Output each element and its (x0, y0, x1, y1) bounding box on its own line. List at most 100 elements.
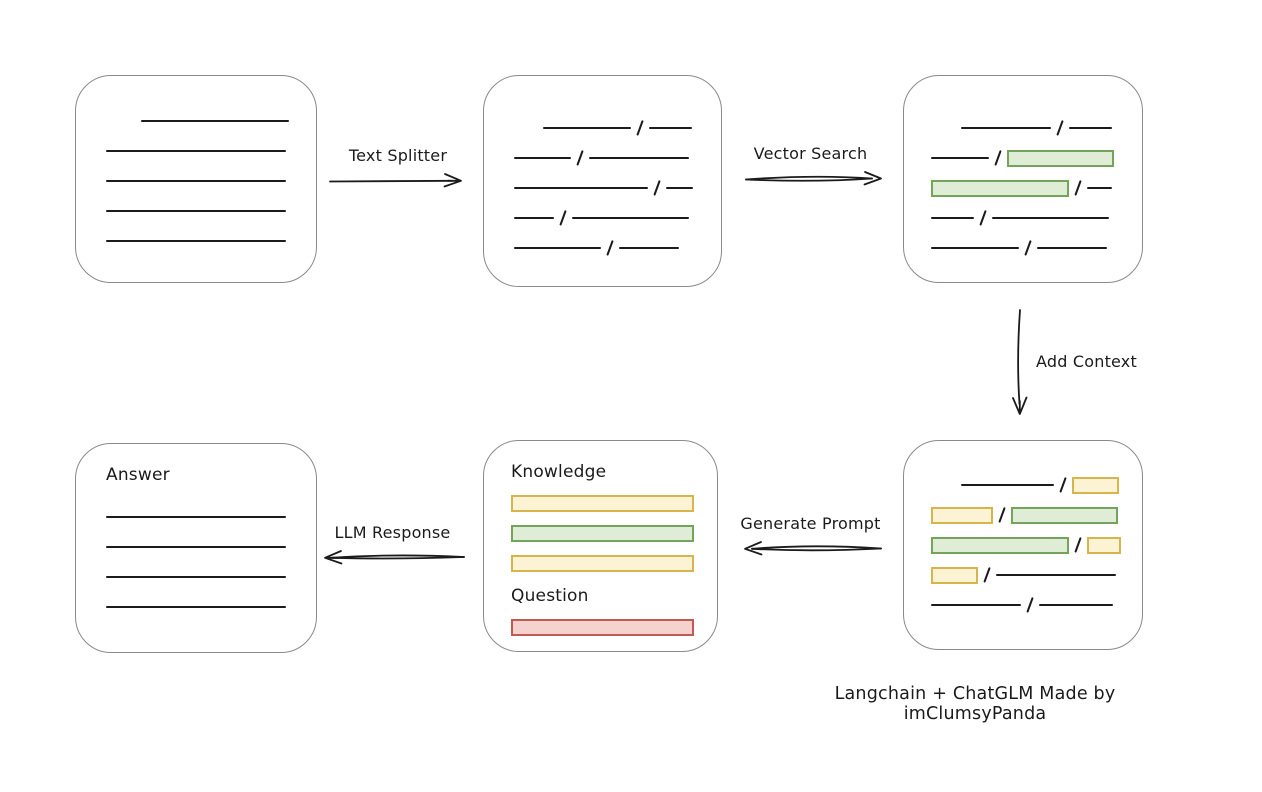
text-line (106, 576, 286, 578)
slash-separator (606, 240, 615, 256)
slash-separator (979, 210, 988, 226)
question-label: Question (511, 586, 589, 606)
chunk-row (514, 143, 721, 173)
chunk-row (106, 196, 316, 226)
answer-label: Answer (106, 465, 170, 485)
diagram-caption: Langchain + ChatGLM Made by imClumsyPand… (834, 684, 1116, 724)
chunk-row (106, 562, 316, 592)
text-line (106, 546, 286, 548)
text-line (514, 247, 601, 249)
chunk-row (106, 502, 316, 532)
generate-prompt-arrow (744, 541, 882, 556)
chunk-row (931, 470, 1142, 500)
text-line (514, 157, 571, 159)
add-context-label: Add Context (1036, 352, 1137, 371)
source-document-box (75, 75, 317, 283)
matched-chunks-box (903, 75, 1143, 283)
slash-separator (653, 180, 662, 196)
slash-separator (1024, 240, 1033, 256)
text-line (1037, 247, 1108, 249)
slash-separator (1026, 597, 1035, 613)
chunk-row (514, 173, 721, 203)
answer-box: Answer (75, 443, 317, 653)
text-line (992, 217, 1110, 219)
vector-search-arrow (745, 171, 882, 186)
green-chunk (1011, 506, 1119, 524)
text-line (931, 247, 1019, 249)
slash-separator (1074, 180, 1083, 196)
green-chunk (1007, 149, 1115, 167)
chunk-row (931, 500, 1142, 530)
chunk-lines (484, 76, 721, 263)
chunk-row (514, 203, 721, 233)
text-line (931, 217, 974, 219)
text-line (931, 157, 989, 159)
text-line (1039, 604, 1114, 606)
prompt-box: Knowledge Question (483, 440, 718, 652)
text-line (666, 187, 694, 189)
text-line (106, 150, 286, 152)
chunk-row (931, 203, 1142, 233)
knowledge-chunk-yellow (511, 495, 694, 512)
chunk-row (514, 233, 721, 263)
text-line (106, 240, 286, 242)
knowledge-chunk-yellow (511, 555, 694, 572)
text-line (961, 127, 1051, 129)
slash-separator (994, 150, 1003, 166)
text-line (514, 187, 648, 189)
text-line (996, 574, 1117, 576)
chunk-row (106, 136, 316, 166)
slash-separator (559, 210, 568, 226)
chunk-row (106, 106, 316, 136)
slash-separator (983, 567, 992, 583)
text-splitter-label: Text Splitter (348, 146, 448, 165)
slash-separator (636, 120, 645, 136)
chunk-row (931, 173, 1142, 203)
context-chunk-lines (904, 441, 1142, 620)
text-line (649, 127, 693, 129)
slash-separator (998, 507, 1007, 523)
matched-chunk-lines (904, 76, 1142, 263)
knowledge-bars (511, 495, 717, 572)
slash-separator (1059, 477, 1068, 493)
llm-response-arrow (324, 550, 465, 565)
chunk-row (931, 530, 1142, 560)
text-line (931, 604, 1021, 606)
chunk-row (931, 560, 1142, 590)
question-bars (511, 619, 717, 636)
green-chunk (931, 536, 1069, 554)
slash-separator (1056, 120, 1065, 136)
add-context-arrow (1012, 309, 1028, 415)
slash-separator (576, 150, 585, 166)
text-line (572, 217, 690, 219)
yellow-chunk (931, 566, 978, 584)
text-line (514, 217, 554, 219)
context-chunks-box (903, 440, 1143, 650)
text-line (589, 157, 690, 159)
chunk-row (931, 113, 1142, 143)
split-chunks-box (483, 75, 722, 287)
chunk-row (106, 226, 316, 256)
text-line (543, 127, 631, 129)
text-line (106, 606, 286, 608)
chunk-row (106, 592, 316, 622)
text-line (961, 484, 1054, 486)
prompt-content: Knowledge Question (484, 441, 717, 636)
chunk-row (514, 113, 721, 143)
slash-separator (1074, 537, 1083, 553)
llm-response-label: LLM Response (334, 523, 451, 542)
generate-prompt-label: Generate Prompt (740, 514, 881, 533)
knowledge-label: Knowledge (511, 462, 607, 482)
yellow-chunk (931, 506, 993, 524)
text-line (619, 247, 680, 249)
text-line (106, 180, 286, 182)
knowledge-chunk-green (511, 525, 694, 542)
chunk-row (106, 166, 316, 196)
vector-search-label: Vector Search (753, 144, 868, 163)
chunk-row (931, 233, 1142, 263)
chunk-row (106, 532, 316, 562)
text-line (141, 120, 289, 122)
question-chunk-red (511, 619, 694, 636)
document-lines (76, 76, 316, 256)
